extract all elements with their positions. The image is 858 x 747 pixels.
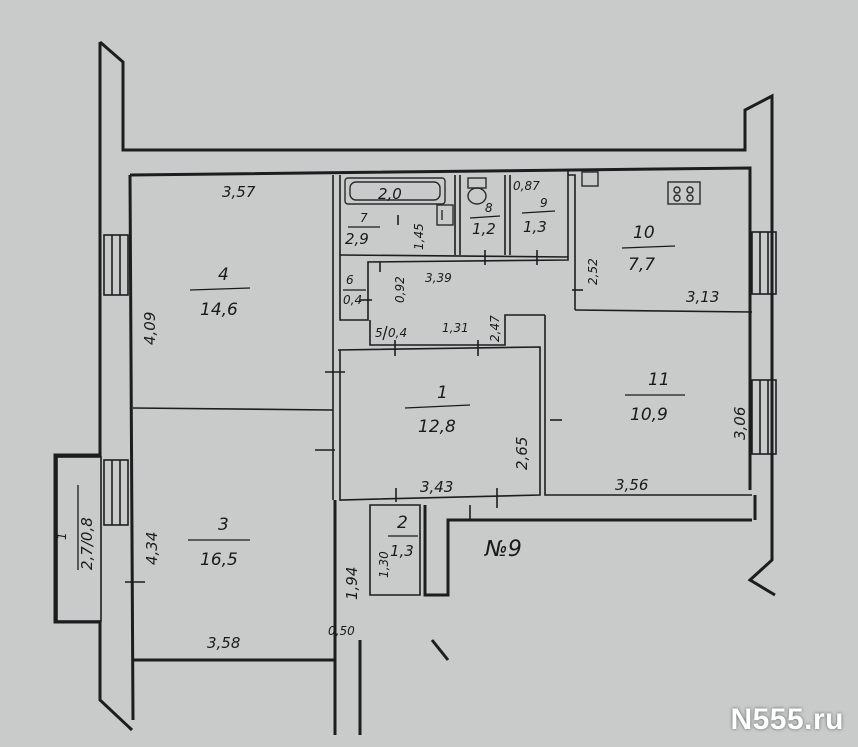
room-label-1: 1 12,8 — [404, 383, 471, 437]
svg-text:14,6: 14,6 — [200, 300, 238, 320]
svg-text:6: 6 — [346, 273, 354, 287]
svg-text:2,7/0,8: 2,7/0,8 — [78, 517, 96, 570]
svg-text:5: 5 — [375, 326, 383, 340]
dim-corridor-length: 3,39 — [425, 271, 452, 285]
svg-text:1,3: 1,3 — [390, 542, 414, 560]
dim-bath-width: 1,45 — [412, 223, 426, 250]
svg-text:16,5: 16,5 — [200, 550, 238, 570]
window-right-bottom — [751, 379, 777, 455]
dim-room2: 1,30 — [377, 551, 391, 578]
svg-text:1: 1 — [437, 383, 448, 403]
svg-text:9: 9 — [540, 196, 548, 210]
dim-corridor-end: 2,47 — [488, 315, 502, 342]
watermark-logo: N555.ru — [730, 703, 844, 736]
svg-text:7: 7 — [360, 211, 368, 225]
svg-text:7,7: 7,7 — [628, 255, 655, 275]
svg-text:12,8: 12,8 — [418, 417, 456, 437]
svg-text:0,4: 0,4 — [343, 293, 362, 307]
balcony-outline — [56, 456, 102, 622]
dim-room3-bottom: 3,58 — [207, 634, 240, 652]
bottom-left-wall — [133, 658, 337, 735]
stove-icon — [667, 181, 701, 205]
dim-room3-left: 4,34 — [143, 532, 161, 565]
outer-wall-inner — [129, 166, 752, 230]
kitchen-sink-icon — [581, 171, 599, 187]
svg-text:4: 4 — [218, 265, 229, 285]
dim-vestibule: 1,94 — [343, 567, 361, 600]
dim-room11-right: 3,06 — [731, 407, 749, 440]
room-label-7: 7 2,9 — [345, 211, 380, 248]
svg-text:0,4: 0,4 — [388, 326, 407, 340]
dim-room10-left: 2,52 — [586, 258, 600, 285]
room-label-6: 6 0,4 — [343, 273, 366, 307]
bottom-inner-walls — [333, 500, 752, 735]
svg-text:3: 3 — [218, 515, 229, 535]
svg-text:2: 2 — [397, 513, 408, 533]
wall-corridor — [369, 309, 753, 496]
room-label-10: 10 7,7 — [621, 223, 676, 275]
svg-text:10,9: 10,9 — [630, 405, 668, 425]
svg-text:10: 10 — [633, 223, 655, 243]
wall-hall — [332, 346, 541, 501]
window-left-top — [103, 234, 129, 296]
outer-wall — [99, 40, 776, 597]
svg-text:11: 11 — [648, 370, 670, 390]
dim-bathtub: 2,0 — [378, 185, 402, 203]
dim-corridor-width: 0,92 — [393, 276, 407, 303]
dim-corridor-short: 1,31 — [442, 321, 469, 335]
dim-room11-bottom: 3,56 — [615, 476, 648, 494]
window-left-bottom — [103, 459, 129, 526]
door-marks — [125, 215, 583, 583]
wall-room4-room3 — [132, 407, 334, 411]
room-label-2: 2 1,3 — [388, 513, 418, 560]
dim-hall-right: 2,65 — [513, 437, 531, 470]
left-wall — [53, 42, 134, 732]
right-wall-inner — [748, 230, 757, 520]
dim-room4-left: 4,09 — [141, 312, 159, 345]
left-wall-inner — [128, 174, 135, 721]
bathtub-icon — [344, 177, 446, 205]
dim-room9-top: 0,87 — [513, 179, 540, 193]
svg-text:8: 8 — [485, 201, 493, 215]
room-label-9: 9 1,3 — [521, 196, 556, 236]
room-label-3: 3 16,5 — [188, 515, 250, 570]
dim-hall-bottom: 3,43 — [420, 478, 453, 496]
apartment-number: №9 — [484, 537, 522, 562]
svg-text:1,2: 1,2 — [472, 220, 496, 238]
sink-icon — [436, 204, 454, 226]
dim-room10-bottom: 3,13 — [686, 288, 719, 306]
dim-room4-top: 3,57 — [222, 183, 256, 201]
wall-room2 — [369, 504, 421, 596]
room-label-5: 5 0,4 — [375, 325, 407, 341]
svg-text:1,3: 1,3 — [523, 218, 547, 236]
wall-bath-block — [332, 170, 576, 352]
svg-text:1: 1 — [55, 532, 69, 540]
svg-text:2,9: 2,9 — [345, 230, 369, 248]
toilet-icon — [467, 177, 487, 205]
room-label-8: 8 1,2 — [469, 201, 501, 238]
wall-bath-divisions — [339, 175, 569, 258]
room-label-4: 4 14,6 — [189, 265, 251, 320]
room-label-11: 11 10,9 — [625, 370, 685, 425]
dim-vestibule-width: 0,50 — [328, 624, 355, 638]
balcony-label: 1 2,7/0,8 — [55, 485, 96, 570]
window-right-top — [751, 231, 777, 295]
